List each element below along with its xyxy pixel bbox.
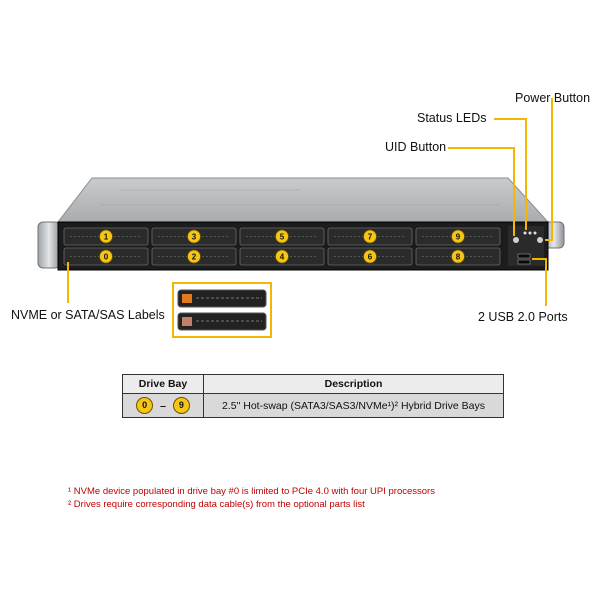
status-led-icon (523, 231, 527, 235)
bay-number-label: 6 (368, 253, 373, 262)
usb-port-icon[interactable] (517, 253, 531, 259)
status-led-icon (533, 231, 537, 235)
uid-button-icon[interactable] (513, 237, 519, 243)
range-separator: – (160, 399, 166, 412)
bay-number-label: 7 (368, 233, 373, 242)
bay-range-start: 0 (136, 397, 154, 414)
bay-number-badge (275, 229, 289, 244)
drive-bay-range: 0–9 (122, 393, 204, 418)
bay-number-badge (99, 229, 113, 244)
callout-line-power (545, 98, 553, 241)
uid-button-label: UID Button (385, 140, 447, 154)
drive-bay-table: Drive Bay Description 0–9 2.5" Hot-swap … (122, 374, 504, 418)
bay-number-badge (99, 249, 113, 264)
left-rack-ear (37, 221, 61, 269)
footnote-1: ¹ NVMe device populated in drive bay #0 … (68, 486, 435, 497)
bay-number-badge (187, 249, 201, 264)
bay-number-label: 3 (192, 233, 197, 242)
power-button-label: Power Button (515, 91, 591, 105)
status-led-icon (528, 231, 532, 235)
bay-number-label: 5 (280, 233, 285, 242)
usb-ports-label: 2 USB 2.0 Ports (478, 310, 568, 324)
footnote-2: ² Drives require corresponding data cabl… (68, 499, 365, 510)
table-row: 0–9 2.5" Hot-swap (SATA3/SAS3/NVMe¹)² Hy… (122, 393, 504, 418)
bay-number-label: 8 (456, 253, 461, 262)
header-description: Description (203, 374, 504, 394)
labels-label: NVME or SATA/SAS Labels (11, 308, 165, 322)
bay-number-badge (451, 229, 465, 244)
bay-description: 2.5" Hot-swap (SATA3/SAS3/NVMe¹)² Hybrid… (203, 393, 504, 418)
bay-number-badge (187, 229, 201, 244)
table-header-row: Drive Bay Description (122, 374, 504, 394)
bay-number-badge (275, 249, 289, 264)
bay-number-label: 4 (280, 253, 285, 262)
bay-number-badge (363, 229, 377, 244)
drive-bays: 1 3 5 7 9 0 2 4 6 8 (63, 227, 501, 266)
bay-number-label: 0 (104, 253, 109, 262)
callout-line-status-leds (494, 118, 527, 230)
usb-port-icon[interactable] (517, 259, 531, 265)
status-leds-label: Status LEDs (417, 111, 487, 125)
bay-number-label: 1 (104, 233, 109, 242)
power-button-icon[interactable] (537, 237, 543, 243)
bay-number-label: 9 (456, 233, 461, 242)
callout-line-usb (532, 258, 547, 306)
bay-number-badge (363, 249, 377, 264)
bay-range-end: 9 (172, 397, 190, 414)
bay-number-label: 2 (192, 253, 197, 262)
bay-number-badge (451, 249, 465, 264)
chassis-top (56, 177, 550, 223)
callout-line-uid (448, 147, 515, 236)
header-drive-bay: Drive Bay (122, 374, 204, 394)
